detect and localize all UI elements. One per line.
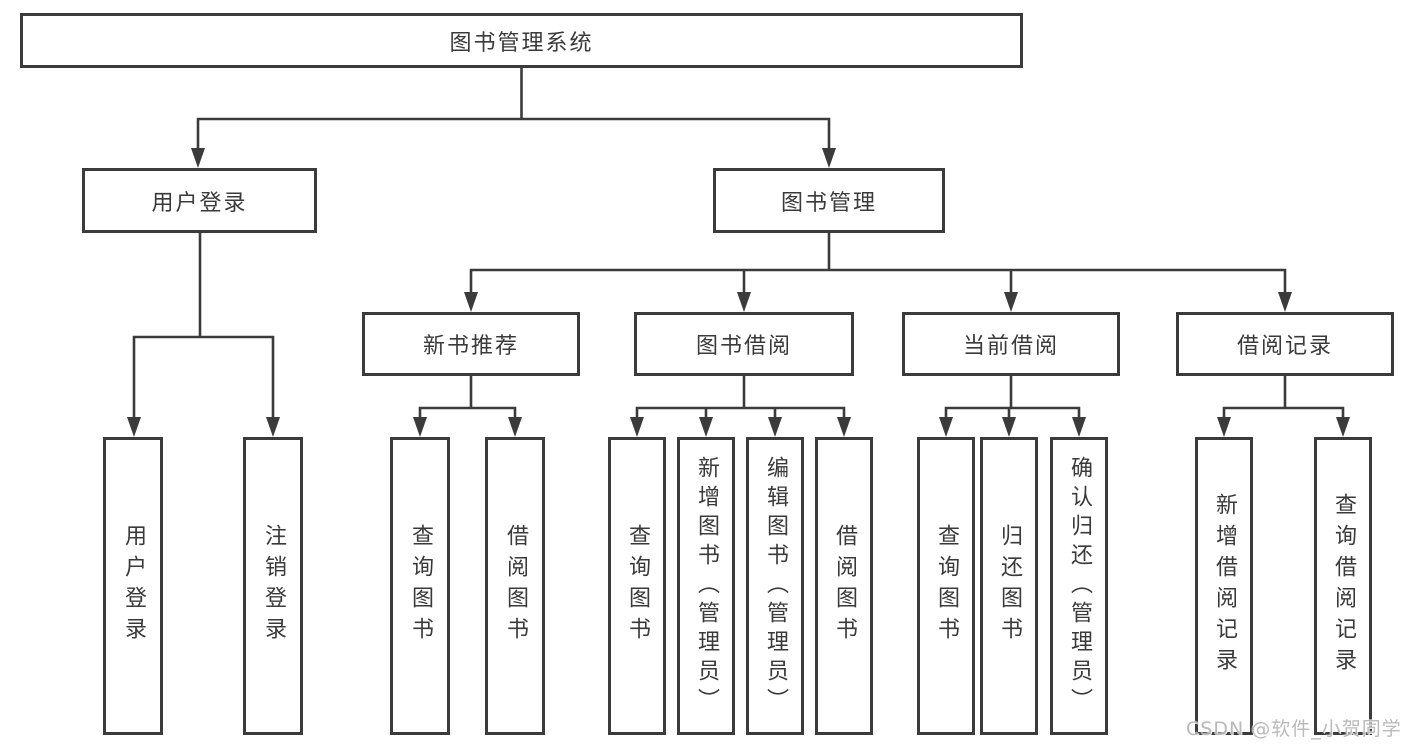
leaf-query-books-current: 查询图书 bbox=[917, 437, 975, 735]
node-label: 图书借阅 bbox=[695, 334, 792, 359]
leaf-query-borrow-record: 查询借阅记录 bbox=[1314, 437, 1372, 735]
leaf-user-login: 用户登录 bbox=[103, 437, 163, 735]
node-label: 新增借阅记录 bbox=[1212, 493, 1237, 679]
leaf-return-books: 归还图书 bbox=[980, 437, 1038, 735]
leaf-add-borrow-record: 新增借阅记录 bbox=[1195, 437, 1253, 735]
csdn-watermark: CSDN @软件_小贺同学 bbox=[1186, 718, 1402, 740]
node-label: 新增图书（管理员） bbox=[694, 455, 719, 717]
node-label: 借阅图书 bbox=[832, 524, 857, 648]
node-label: 确认归还（管理员） bbox=[1067, 455, 1092, 717]
node-label: 借阅记录 bbox=[1236, 334, 1333, 359]
node-library-management-system: 图书管理系统 bbox=[20, 13, 1023, 68]
leaf-add-books-admin: 新增图书（管理员） bbox=[677, 437, 735, 735]
leaf-logout: 注销登录 bbox=[243, 437, 303, 735]
node-label: 借阅图书 bbox=[503, 524, 528, 648]
node-label: 用户登录 bbox=[151, 190, 248, 216]
node-label: 图书管理系统 bbox=[449, 30, 594, 56]
leaf-query-books-recommend: 查询图书 bbox=[390, 437, 450, 735]
leaf-borrow-books: 借阅图书 bbox=[815, 437, 873, 735]
node-label: 注销登录 bbox=[261, 524, 286, 648]
leaf-borrow-books-recommend: 借阅图书 bbox=[485, 437, 545, 735]
node-current-borrow: 当前借阅 bbox=[902, 312, 1120, 376]
leaf-confirm-return-admin: 确认归还（管理员） bbox=[1050, 437, 1108, 735]
node-label: 查询图书 bbox=[408, 524, 433, 648]
node-label: 编辑图书（管理员） bbox=[763, 455, 788, 717]
leaf-query-books-borrow: 查询图书 bbox=[608, 437, 666, 735]
node-borrow-record: 借阅记录 bbox=[1176, 312, 1394, 376]
node-user-login: 用户登录 bbox=[82, 168, 317, 233]
node-label: 图书管理 bbox=[780, 190, 877, 216]
node-label: 归还图书 bbox=[997, 524, 1022, 648]
node-label: 查询借阅记录 bbox=[1331, 493, 1356, 679]
node-label: 查询图书 bbox=[625, 524, 650, 648]
node-new-book-recommend: 新书推荐 bbox=[362, 312, 580, 376]
node-label: 新书推荐 bbox=[422, 334, 519, 359]
node-label: 查询图书 bbox=[934, 524, 959, 648]
node-book-borrow: 图书借阅 bbox=[634, 312, 854, 376]
node-book-management: 图书管理 bbox=[713, 168, 945, 233]
node-label: 用户登录 bbox=[121, 524, 146, 648]
node-label: 当前借阅 bbox=[962, 334, 1059, 359]
leaf-edit-books-admin: 编辑图书（管理员） bbox=[746, 437, 804, 735]
